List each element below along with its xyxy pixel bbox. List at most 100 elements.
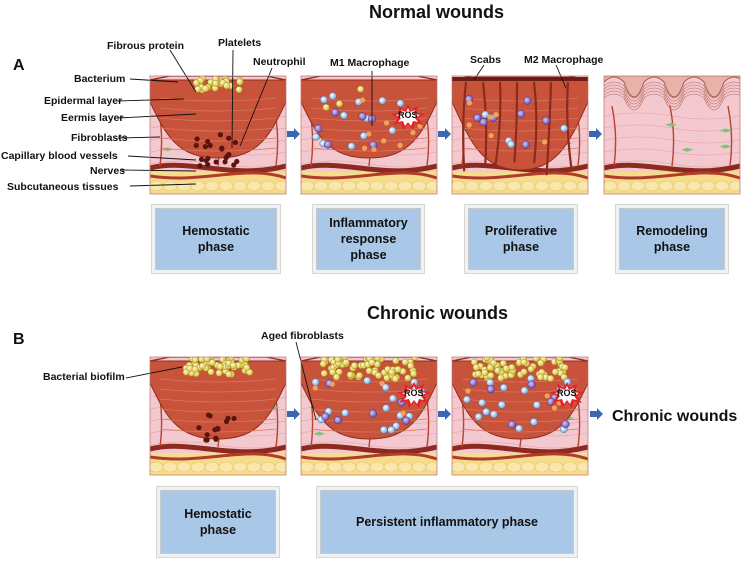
- wound-fiber: [310, 428, 428, 433]
- fat-cell: [218, 461, 234, 473]
- label-epidermal-layer: Epidermal layer: [44, 95, 123, 107]
- leader-line: [473, 64, 485, 81]
- cell-debris: [466, 100, 473, 106]
- neutrophil-cell: [520, 386, 529, 395]
- label-m2-macrophage: M2 Macrophage: [524, 54, 604, 66]
- bacterium-cell: [207, 368, 215, 376]
- phase-line: phase: [502, 240, 540, 254]
- leader-line: [169, 49, 197, 93]
- fat-cell: [313, 180, 329, 192]
- phase-line: Persistent inflammatory phase: [355, 515, 538, 529]
- macrophage-cell: [486, 385, 495, 394]
- cell-debris: [379, 380, 385, 387]
- cell-debris: [542, 139, 548, 145]
- wound-fiber: [159, 147, 277, 152]
- bacterium-cell: [192, 79, 200, 87]
- platelet: [204, 432, 210, 438]
- fat-cell: [274, 180, 286, 192]
- fat-cell: [520, 461, 536, 473]
- bacterium-cell: [487, 372, 495, 379]
- tile-border: [300, 75, 438, 195]
- platelet: [203, 437, 209, 443]
- bacterium-cell: [216, 363, 224, 370]
- bacterium-cell: [391, 375, 399, 383]
- nerve-line: [150, 171, 286, 180]
- phase-box-inflammatory: Inflammatory response phase: [316, 208, 421, 270]
- leader-line: [121, 169, 197, 172]
- fat-cell: [369, 180, 385, 192]
- bacterium-cell: [410, 370, 418, 378]
- phase-line: phase: [350, 248, 387, 262]
- capillary-vessel: [452, 443, 588, 455]
- macrophage-cell: [479, 118, 488, 127]
- platelet: [205, 138, 211, 145]
- granulation-strand: [545, 81, 553, 176]
- leader-line: [117, 113, 197, 119]
- arrow-right-icon: [590, 408, 603, 420]
- macrophage-cell: [517, 109, 526, 118]
- bacterium-cell: [401, 358, 409, 366]
- fat-cell: [411, 461, 427, 473]
- wound-fiber: [461, 147, 579, 152]
- neutrophil-cell: [507, 140, 515, 149]
- bacterium-cell: [483, 357, 491, 362]
- macrophage-cell: [469, 378, 478, 387]
- neutrophil-cell: [340, 111, 348, 120]
- platelet: [215, 426, 221, 432]
- leader-line: [239, 67, 273, 147]
- bacterium-cell: [472, 363, 480, 371]
- label-m1-macrophage: M1 Macrophage: [330, 57, 410, 69]
- bacterium-cell: [335, 100, 343, 108]
- nerve-line: [452, 171, 588, 180]
- wound-edge: [150, 76, 286, 81]
- vertical-vessel: [727, 105, 733, 167]
- fat-cell: [397, 180, 413, 192]
- nerve-line: [604, 171, 740, 180]
- phase-box-hemostatic-b: Hemostatic phase: [160, 490, 276, 554]
- bacterium-cell: [212, 79, 220, 87]
- bacterium-cell: [365, 367, 373, 375]
- fat-cell: [672, 180, 688, 192]
- cell-debris: [465, 388, 471, 394]
- neutrophil-cell: [389, 394, 397, 403]
- arrow-right-icon: [589, 128, 602, 140]
- wound-fiber: [310, 147, 428, 152]
- fat-cell: [548, 180, 564, 192]
- tile-b-persistent: [452, 357, 588, 475]
- panel-b-letter: B: [13, 331, 25, 348]
- tile-b-inflammatory: [301, 357, 437, 475]
- fat-cell: [464, 461, 480, 473]
- fat-cell: [176, 461, 192, 473]
- bacterium-cell: [537, 373, 544, 381]
- wound-bed: [150, 79, 286, 159]
- arrow-right-icon: [438, 408, 451, 420]
- leader-line: [117, 136, 161, 139]
- platelet: [207, 413, 213, 419]
- chronic-wounds-outcome: Chronic wounds: [612, 408, 738, 425]
- fibroblast-cell: [665, 122, 678, 127]
- neutrophil-cell: [478, 398, 486, 407]
- bacterium-cell: [527, 365, 535, 373]
- leader-line: [129, 78, 179, 83]
- fat-cell: [506, 180, 522, 192]
- phase-line: Hemostatic: [184, 507, 252, 521]
- cell-debris: [488, 132, 494, 139]
- platelet: [194, 136, 200, 142]
- cell-debris: [329, 381, 335, 387]
- bacterium-cell: [375, 372, 382, 379]
- fat-cell: [355, 180, 371, 192]
- wound-fiber: [159, 398, 277, 403]
- bacterium-cell: [202, 85, 209, 93]
- neutrophil-cell: [311, 378, 320, 387]
- wound-edge: [452, 357, 588, 362]
- fiber-line: [604, 124, 740, 132]
- bacterium-cell: [191, 357, 199, 364]
- fat-cell: [260, 180, 276, 192]
- neutrophil-cell: [396, 99, 405, 108]
- fat-cell: [492, 180, 508, 192]
- bacterium-cell: [551, 368, 559, 376]
- cell-debris: [359, 97, 366, 103]
- label-fibrous-protein: Fibrous protein: [107, 40, 184, 52]
- neutrophil-cell: [499, 383, 508, 392]
